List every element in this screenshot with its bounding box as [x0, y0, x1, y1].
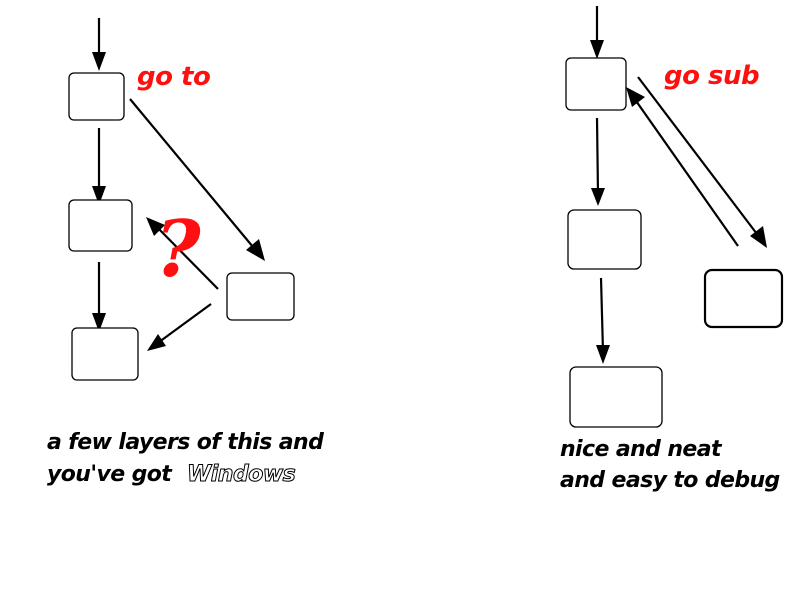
gosub-box-3 [569, 366, 663, 428]
gosub-arrow-2-to-3 [596, 277, 610, 364]
goto-box-1 [68, 72, 125, 121]
goto-entry-arrow [92, 18, 106, 71]
gosub-box-2 [567, 209, 642, 270]
goto-caption-line-2: you've got [47, 462, 173, 487]
gosub-diagram: go sub nice and neat and easy to debu [560, 6, 784, 493]
goto-box-4 [226, 272, 295, 321]
gosub-entry-arrow [590, 6, 604, 59]
gosub-caption-line-1: nice and neat [560, 437, 723, 462]
goto-label: go to [137, 62, 210, 92]
gosub-box-1 [565, 57, 627, 111]
gosub-label: go sub [664, 61, 759, 91]
goto-caption-line-1: a few layers of this and [47, 430, 324, 455]
goto-diagram: go to ? [47, 18, 325, 488]
goto-box-3 [71, 327, 139, 381]
goto-arrow-1-to-2 [92, 128, 106, 205]
gosub-call-arrow [637, 76, 767, 248]
goto-arrow-2-to-3 [92, 262, 106, 332]
gosub-return-arrow [626, 87, 739, 247]
question-mark-icon: ? [155, 204, 202, 295]
goto-box-2 [68, 199, 133, 252]
windows-wordmark: Windows [187, 462, 296, 487]
gosub-arrow-1-to-2 [591, 117, 605, 206]
goto-arrow-jump [129, 98, 265, 261]
gosub-subroutine-box [703, 268, 784, 329]
goto-arrow-back [146, 217, 219, 290]
gosub-caption-line-2: and easy to debug [560, 468, 780, 493]
goto-arrow-to-box-3 [147, 303, 212, 351]
